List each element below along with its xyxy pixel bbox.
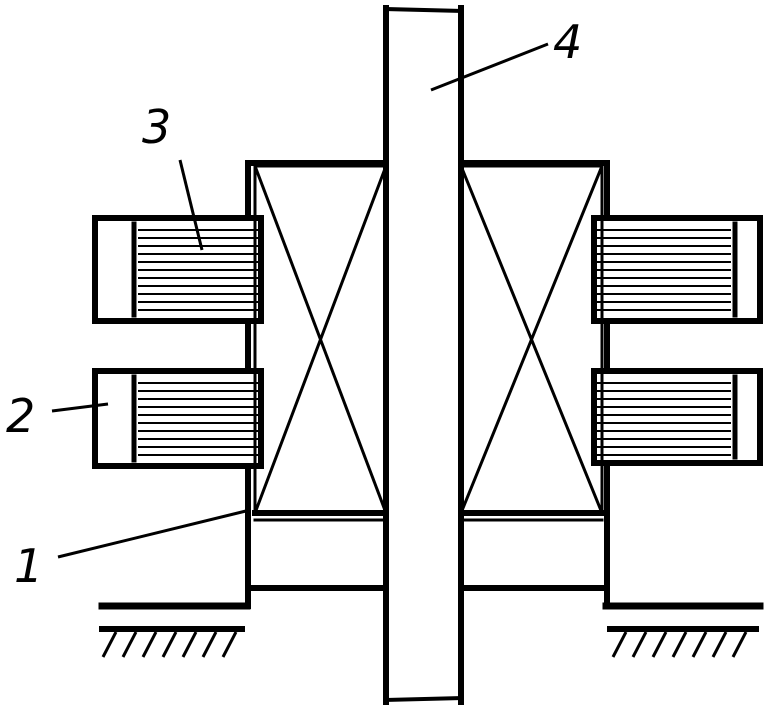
base-left <box>98 602 251 658</box>
leader-line-4 <box>430 42 549 92</box>
callout-3: 3 <box>142 100 171 154</box>
coil-right-lower <box>591 368 763 466</box>
leader-line-1 <box>57 508 251 559</box>
leader-line-2 <box>51 402 109 413</box>
callout-4: 4 <box>553 15 582 69</box>
callout-1: 1 <box>14 539 43 593</box>
coil-right-upper <box>591 215 763 324</box>
callout-2: 2 <box>6 389 35 443</box>
coil-left-upper <box>92 215 264 324</box>
base-right <box>602 602 764 658</box>
shaft <box>383 5 464 705</box>
leader-line-3 <box>178 159 204 251</box>
housing <box>245 160 610 609</box>
bearing-left <box>253 164 388 515</box>
bearing-right <box>459 164 604 515</box>
coil-left-lower <box>92 368 264 469</box>
